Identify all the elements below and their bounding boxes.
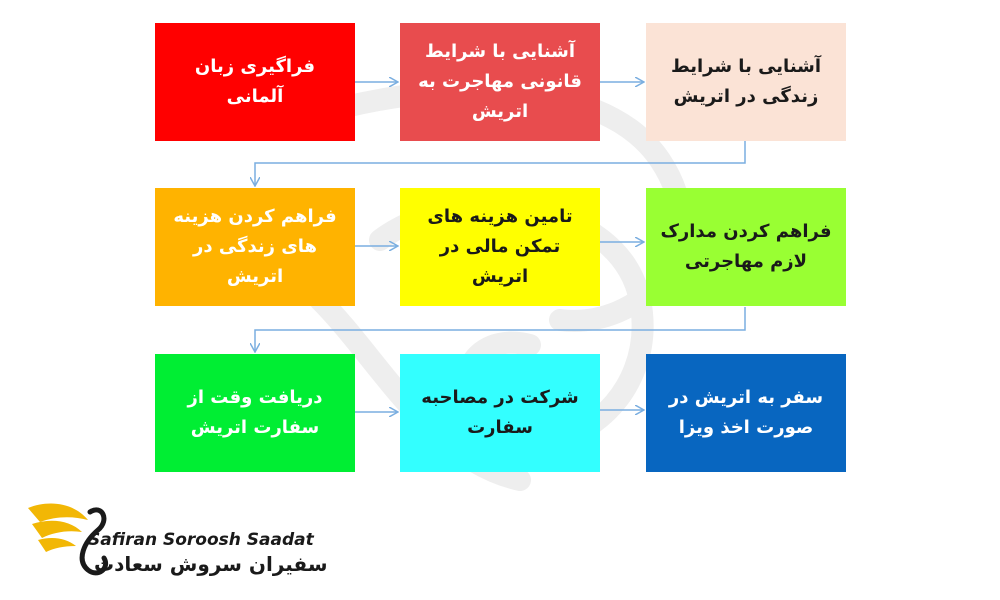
step-box-3: آشنایی با شرایط زندگی در اتریش — [646, 23, 846, 141]
step-label-6: فراهم کردن مدارک لازم مهاجرتی — [660, 221, 832, 272]
step-box-9: سفر به اتریش در صورت اخذ ویزا — [646, 354, 846, 472]
step-label-3: آشنایی با شرایط زندگی در اتریش — [670, 56, 822, 107]
step-label-1: فراگیری زبان آلمانی — [194, 56, 316, 107]
wrap-arrow-row2-row3 — [255, 307, 746, 351]
step-box-5: تامین هزینه های تمکن مالی در اتریش — [400, 188, 600, 306]
brand-name-en: Safiran Soroosh Saadat — [88, 530, 314, 550]
brand-logo-icon — [28, 503, 108, 576]
step-box-4: فراهم کردن هزینه های زندگی در اتریش — [155, 188, 355, 306]
step-box-7: دریافت وقت از سفارت اتریش — [155, 354, 355, 472]
step-label-8: شرکت در مصاحبه سفارت — [421, 387, 579, 438]
step-label-7: دریافت وقت از سفارت اتریش — [187, 387, 323, 438]
brand-name-fa: سفیران سروش سعادت — [94, 552, 328, 576]
step-box-1: فراگیری زبان آلمانی — [155, 23, 355, 141]
step-box-2: آشنایی با شرایط قانونی مهاجرت به اتریش — [400, 23, 600, 141]
step-label-4: فراهم کردن هزینه های زندگی در اتریش — [173, 206, 337, 287]
step-label-2: آشنایی با شرایط قانونی مهاجرت به اتریش — [418, 41, 582, 122]
wrap-arrow-row1-row2 — [255, 141, 746, 185]
step-box-6: فراهم کردن مدارک لازم مهاجرتی — [646, 188, 846, 306]
step-label-5: تامین هزینه های تمکن مالی در اتریش — [427, 206, 573, 287]
step-label-9: سفر به اتریش در صورت اخذ ویزا — [668, 387, 824, 438]
step-box-8: شرکت در مصاحبه سفارت — [400, 354, 600, 472]
